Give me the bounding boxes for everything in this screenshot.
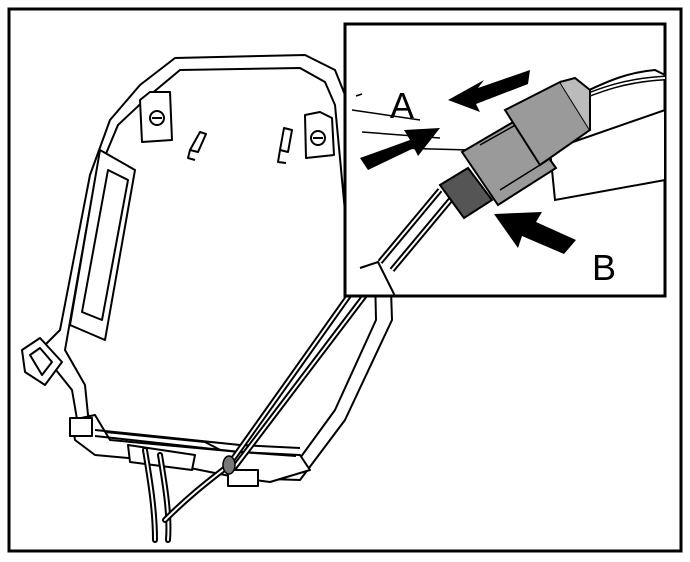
callout-a-label: A — [390, 85, 415, 126]
arrow-b — [494, 212, 576, 254]
wire-harness — [142, 277, 375, 543]
headrest-guide-right — [304, 111, 335, 159]
detail-inset — [343, 22, 667, 298]
arrow-a-push-left — [448, 70, 530, 112]
side-bracket — [21, 337, 63, 386]
seat-frame-bottom — [71, 414, 311, 483]
connector-female — [438, 166, 494, 220]
arrow-a-push-right — [360, 128, 440, 170]
callout-b-label: B — [592, 247, 617, 288]
